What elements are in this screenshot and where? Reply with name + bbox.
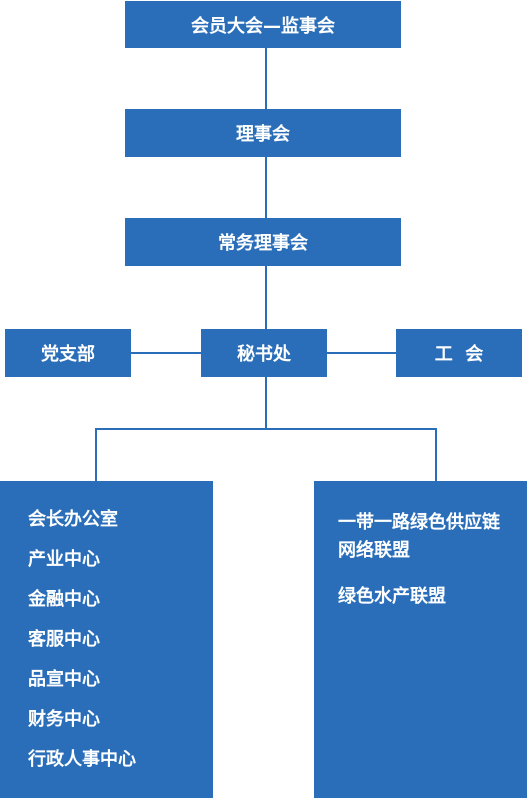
node-secretariat: 秘书处 bbox=[201, 329, 327, 377]
connector-assembly-council bbox=[265, 48, 267, 109]
connector-branch-left bbox=[95, 428, 97, 481]
connector-standing-secretariat bbox=[265, 266, 267, 329]
department-item: 行政人事中心 bbox=[28, 749, 136, 770]
panel-alliances: 一带一路绿色供应链网络联盟 绿色水产联盟 bbox=[314, 481, 527, 798]
panel-departments: 会长办公室 产业中心 金融中心 客服中心 品宣中心 财务中心 行政人事中心 bbox=[0, 481, 213, 798]
department-item: 品宣中心 bbox=[28, 669, 100, 690]
node-council: 理事会 bbox=[125, 109, 401, 157]
department-item: 客服中心 bbox=[28, 629, 100, 650]
node-assembly-label: 会员大会—监事会 bbox=[191, 15, 335, 37]
node-assembly: 会员大会—监事会 bbox=[125, 1, 401, 48]
alliance-item: 绿色水产联盟 bbox=[338, 586, 446, 607]
connector-secretariat-down bbox=[265, 377, 267, 429]
node-party-branch-label: 党支部 bbox=[41, 344, 95, 365]
node-standing-council-label: 常务理事会 bbox=[218, 233, 308, 254]
node-council-label: 理事会 bbox=[236, 124, 290, 145]
node-party-branch: 党支部 bbox=[5, 329, 131, 377]
connector-secretariat-union bbox=[327, 352, 396, 354]
connector-branch-right bbox=[435, 428, 437, 481]
node-union-label: 工 会 bbox=[434, 344, 484, 365]
connector-council-standing bbox=[265, 157, 267, 218]
node-secretariat-label: 秘书处 bbox=[237, 344, 291, 365]
department-item: 产业中心 bbox=[28, 549, 100, 570]
department-item: 财务中心 bbox=[28, 709, 100, 730]
alliance-item: 一带一路绿色供应链网络联盟 bbox=[338, 512, 500, 561]
node-standing-council: 常务理事会 bbox=[125, 218, 401, 266]
department-item: 金融中心 bbox=[28, 589, 100, 610]
connector-party-secretariat bbox=[131, 352, 201, 354]
node-union: 工 会 bbox=[396, 329, 522, 377]
connector-branch-horizontal bbox=[95, 428, 437, 430]
department-item: 会长办公室 bbox=[28, 509, 118, 530]
